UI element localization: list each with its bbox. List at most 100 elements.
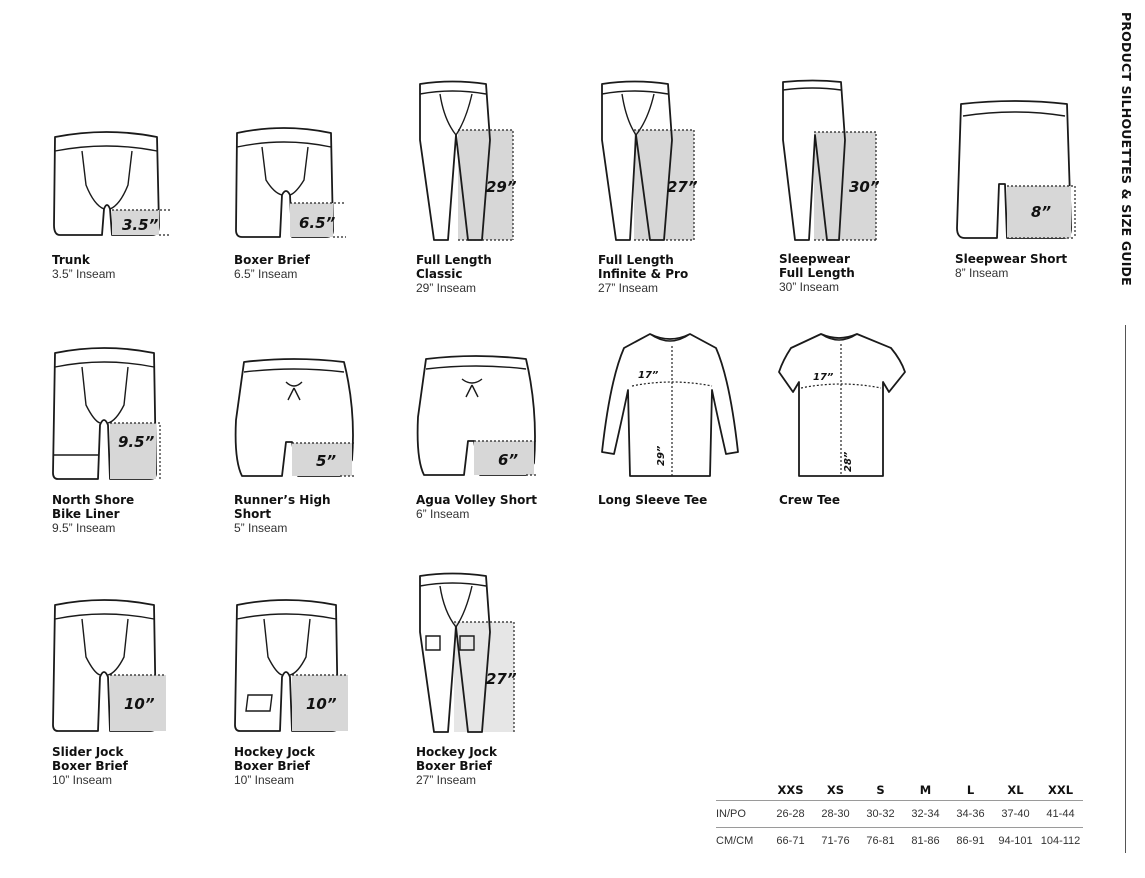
table-cell: 71-76 xyxy=(821,835,850,847)
inseam-label: 5” Inseam xyxy=(234,521,288,535)
measure-label: 3.5” xyxy=(122,216,159,234)
measure-label: 9.5” xyxy=(118,433,155,451)
product-caption: Hockey Jock Boxer Brief 10” Inseam xyxy=(234,745,315,787)
size-header: XXL xyxy=(1038,780,1083,801)
size-header: S xyxy=(858,780,903,801)
product-sleepwear-full-length: 30” Sleepwear Full Length 30” Inseam xyxy=(779,79,909,300)
product-caption: Full Length Classic 29” Inseam xyxy=(416,253,492,295)
measure-label: 6” xyxy=(498,451,518,469)
measure-label: 27” xyxy=(667,178,698,196)
size-header: M xyxy=(903,780,948,801)
hockey-jock-silhouette: 10” xyxy=(234,599,348,732)
inseam-label: 9.5” Inseam xyxy=(52,521,116,535)
product-name-line1: Slider Jock xyxy=(52,745,124,759)
full-length-infinite-silhouette: 27” xyxy=(601,80,698,241)
product-name-line2: Full Length xyxy=(779,266,855,280)
measure-label: 30” xyxy=(849,178,880,196)
product-name: Runner’s High Short xyxy=(234,493,331,521)
size-header: L xyxy=(948,780,993,801)
agua-volley-short-silhouette: 6” xyxy=(416,355,536,476)
runners-high-short-silhouette: 5” xyxy=(234,358,354,477)
size-header-row: XXS XS S M L XL XXL xyxy=(716,780,1083,801)
width-measure-label: 17” xyxy=(813,372,834,383)
product-name: Crew Tee xyxy=(779,493,840,507)
table-cell: 37-40 xyxy=(993,800,1038,828)
page-title: PRODUCT SILHOUETTES & SIZE GUIDE xyxy=(1107,12,1145,312)
table-cell: 76-81 xyxy=(866,835,895,847)
product-name-line1: Full Length xyxy=(416,253,492,267)
length-measure-label: 29” xyxy=(656,445,667,466)
inseam-label: 3.5” Inseam xyxy=(52,267,116,281)
product-name: Agua Volley Short xyxy=(416,493,538,507)
product-caption: Hockey Jock Boxer Brief 27” Inseam xyxy=(416,745,497,787)
product-name-line2: Boxer Brief xyxy=(234,759,310,773)
measure-label: 10” xyxy=(306,695,337,713)
measure-label: 27” xyxy=(486,670,517,688)
inseam-label: 27” Inseam xyxy=(416,773,477,787)
product-name-line1: Hockey Jock xyxy=(234,745,315,759)
product-caption: Agua Volley Short 6” Inseam xyxy=(416,493,537,521)
product-name-line2: Boxer Brief xyxy=(52,759,128,773)
product-caption: Long Sleeve Tee xyxy=(598,493,707,507)
table-cell: 41-44 xyxy=(1038,800,1083,828)
size-header: XXS xyxy=(768,780,813,801)
table-cell: 94-101 xyxy=(998,835,1033,847)
product-name-line2: Boxer Brief xyxy=(416,759,492,773)
table-cell: 81-86 xyxy=(911,835,940,847)
length-measure-label: 28” xyxy=(843,451,854,472)
width-measure-label: 17” xyxy=(638,370,659,381)
product-caption: Crew Tee xyxy=(779,493,840,507)
product-agua-volley-short: 6” Agua Volley Short 6” Inseam xyxy=(416,355,546,530)
size-header: XS xyxy=(813,780,858,801)
size-header: XL xyxy=(993,780,1038,801)
crew-tee-silhouette: 17” 28” xyxy=(778,333,906,477)
product-full-length-classic: 29” Full Length Classic 29” Inseam xyxy=(416,80,546,300)
inseam-label: 8” Inseam xyxy=(955,266,1009,280)
table-cell: 86-91 xyxy=(956,835,985,847)
hockey-jock-full-length-silhouette: 27” xyxy=(419,572,517,733)
table-cell: 26-28 xyxy=(768,800,813,828)
product-caption: Sleepwear Short 8” Inseam xyxy=(955,252,1067,280)
product-name-line2: Bike Liner xyxy=(52,507,120,521)
product-name-line1: Sleepwear xyxy=(779,252,850,266)
inseam-label: 6” Inseam xyxy=(416,507,470,521)
product-trunk: 3.5” Trunk 3.5” Inseam xyxy=(52,125,172,290)
product-name: Sleepwear Short xyxy=(955,252,1068,266)
row-label: CM/CM xyxy=(716,835,754,847)
inseam-label: 30” Inseam xyxy=(779,280,840,294)
table-row: CM/CM 66-71 71-76 76-81 81-86 86-91 94-1… xyxy=(716,828,1083,855)
inseam-label: 29” Inseam xyxy=(416,281,477,295)
product-caption: Boxer Brief 6.5” Inseam xyxy=(234,253,310,281)
product-hockey-jock-full-length: 27” Hockey Jock Boxer Brief 27” Inseam xyxy=(416,572,546,792)
product-name-line1: Hockey Jock xyxy=(416,745,497,759)
product-slider-jock-boxer-brief: 10” Slider Jock Boxer Brief 10” Inseam xyxy=(52,597,172,792)
table-cell: 32-34 xyxy=(903,800,948,828)
product-name-line2: Classic xyxy=(416,267,463,281)
product-boxer-brief: 6.5” Boxer Brief 6.5” Inseam xyxy=(234,125,354,290)
inseam-label: 6.5” Inseam xyxy=(234,267,298,281)
product-name: Boxer Brief xyxy=(234,253,310,267)
inseam-label: 10” Inseam xyxy=(52,773,113,787)
slider-jock-silhouette: 10” xyxy=(52,599,166,732)
product-caption: Full Length Infinite & Pro 27” Inseam xyxy=(598,253,688,295)
product-hockey-jock-boxer-brief: 10” Hockey Jock Boxer Brief 10” Inseam xyxy=(234,597,354,792)
product-runners-high-short: 5” Runner’s High Short 5” Inseam xyxy=(234,358,364,535)
product-sleepwear-short: 8” Sleepwear Short 8” Inseam xyxy=(955,100,1085,280)
boxer-brief-silhouette: 6.5” xyxy=(235,127,346,238)
product-full-length-infinite-pro: 27” Full Length Infinite & Pro 27” Insea… xyxy=(598,80,728,300)
full-length-classic-silhouette: 29” xyxy=(419,80,517,241)
product-caption: Slider Jock Boxer Brief 10” Inseam xyxy=(52,745,128,787)
size-table: XXS XS S M L XL XXL IN/PO 26-28 28-30 30… xyxy=(716,780,1083,854)
measure-label: 6.5” xyxy=(299,214,336,232)
measure-label: 29” xyxy=(486,178,517,196)
product-crew-tee: 17” 28” Crew Tee xyxy=(778,330,914,520)
product-caption: Sleepwear Full Length 30” Inseam xyxy=(779,252,855,294)
product-caption: Runner’s High Short 5” Inseam xyxy=(234,493,364,535)
product-name-line1: Full Length xyxy=(598,253,674,267)
sleepwear-short-silhouette: 8” xyxy=(956,100,1076,239)
table-row: IN/PO 26-28 28-30 30-32 32-34 34-36 37-4… xyxy=(716,800,1083,828)
table-cell: 28-30 xyxy=(813,800,858,828)
divider xyxy=(1125,325,1126,853)
bike-liner-silhouette: 9.5” xyxy=(52,347,161,480)
table-cell: 66-71 xyxy=(776,835,805,847)
